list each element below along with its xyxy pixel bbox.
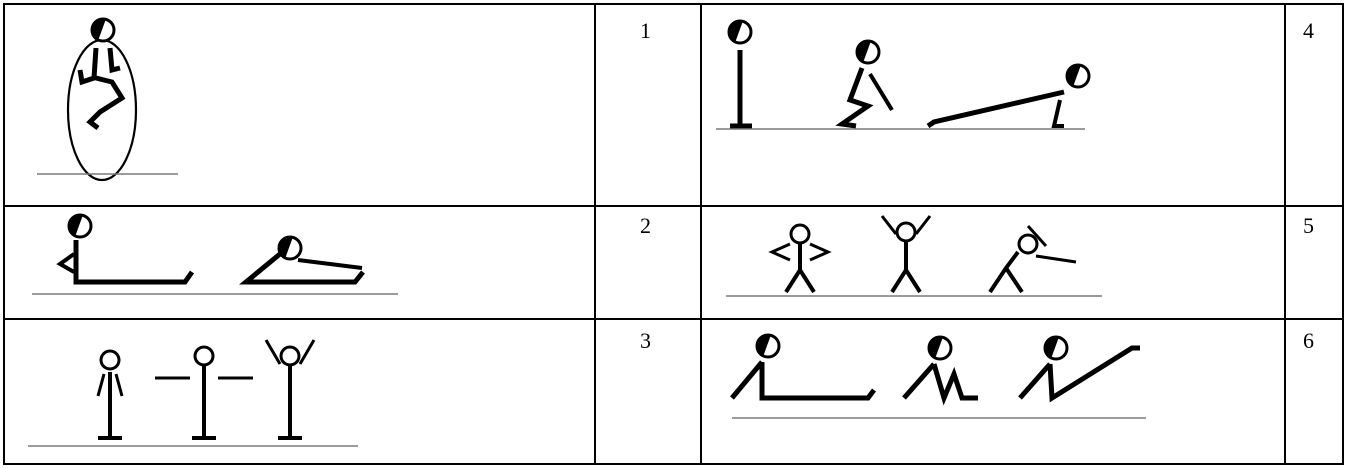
squat-thrust-figure: [716, 18, 1089, 129]
arm-raise-figure: [28, 340, 358, 446]
seated-stretch-figure: [32, 212, 398, 294]
leg-raise-figure: [732, 332, 1146, 418]
standing-stretch-figure: [726, 216, 1102, 296]
jump-rope-figure: [37, 16, 178, 180]
